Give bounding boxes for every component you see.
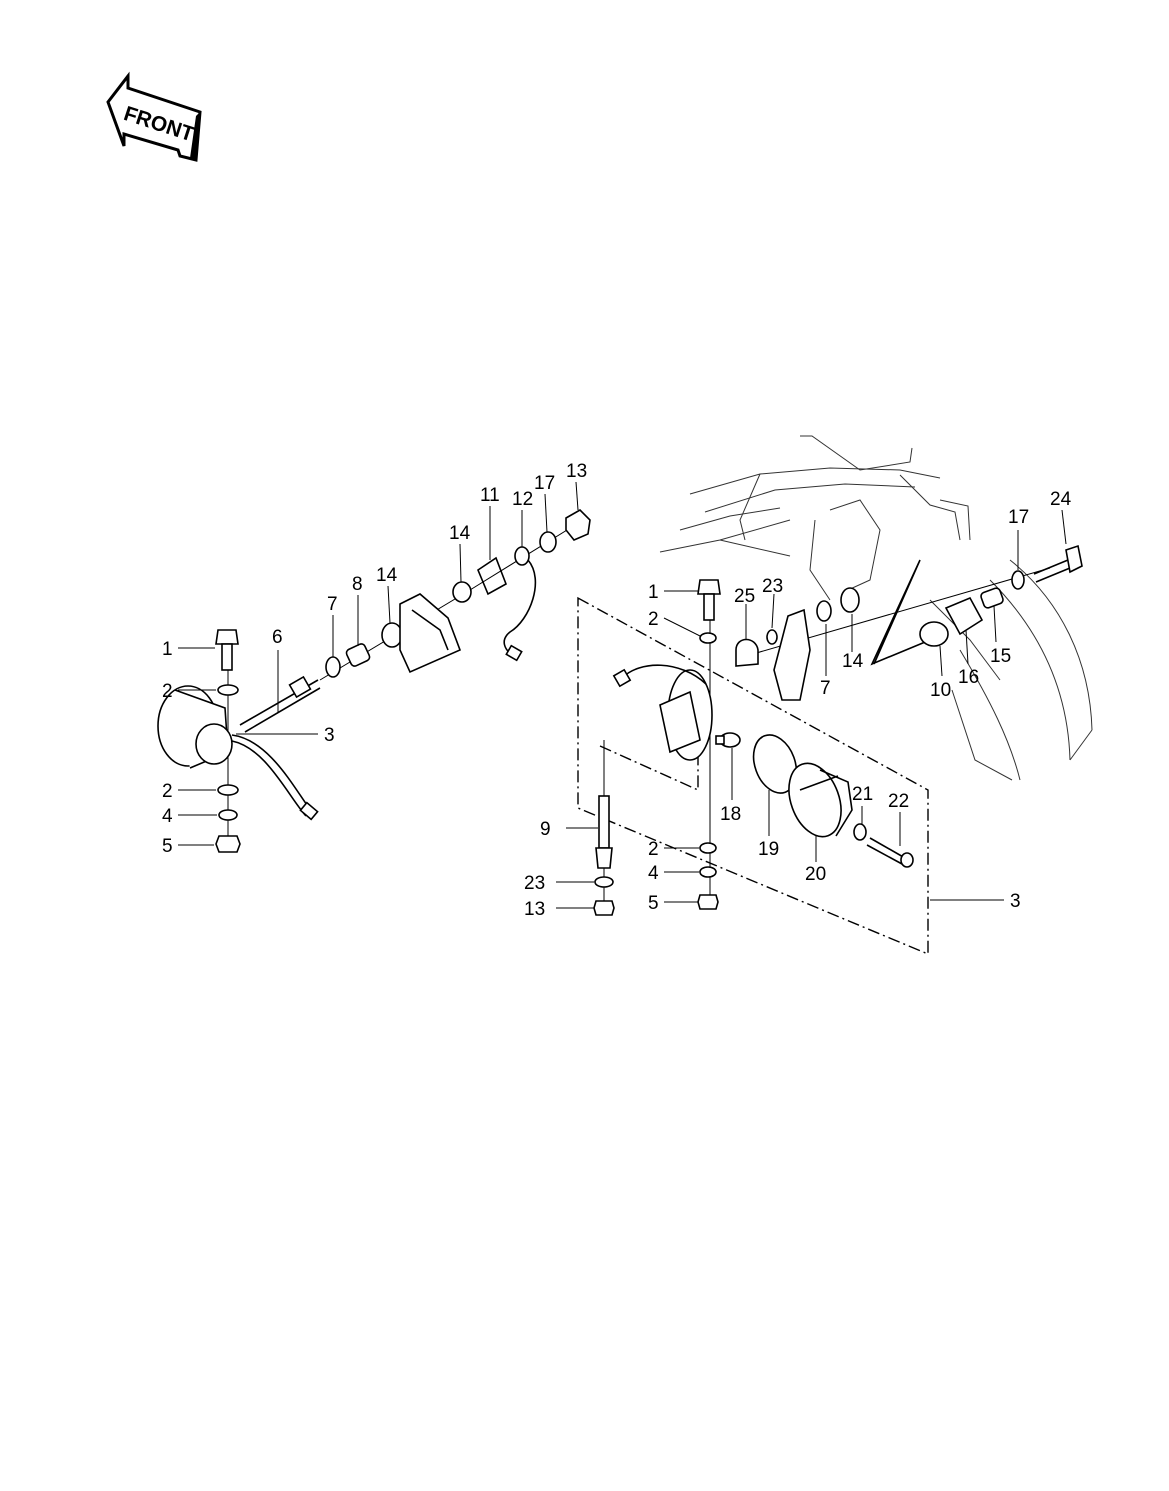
callout-7: 7 (327, 594, 338, 615)
callout-17: 17 (1008, 507, 1029, 528)
plate (944, 596, 984, 636)
mounting-bracket (399, 593, 462, 674)
callout-1: 1 (648, 582, 659, 603)
lock-washer (699, 866, 717, 878)
mounting-pointer (870, 559, 931, 666)
callout-3: 3 (1010, 891, 1021, 912)
callout-2: 2 (648, 609, 659, 630)
lens (788, 762, 853, 838)
callout-8: 8 (352, 574, 363, 595)
callout-16: 16 (958, 667, 979, 688)
callout-9: 9 (540, 819, 551, 840)
grommet (452, 581, 472, 603)
washer (325, 656, 341, 678)
callout-17: 17 (534, 473, 555, 494)
lock-washer (218, 809, 238, 821)
assembly-bracket-outline (577, 596, 929, 956)
washer (217, 784, 239, 796)
callout-20: 20 (805, 864, 826, 885)
callout-2: 2 (162, 781, 173, 802)
washer (217, 684, 239, 696)
washer (539, 531, 557, 553)
callout-18: 18 (720, 804, 741, 825)
bracket (773, 608, 811, 701)
callout-12: 12 (512, 489, 533, 510)
center-assembly (577, 579, 929, 956)
callout-24: 24 (1050, 489, 1072, 510)
callout-5: 5 (162, 836, 173, 857)
nut (697, 894, 719, 910)
lock-washer (766, 629, 778, 645)
callout-10: 10 (930, 680, 951, 701)
gasket (752, 734, 798, 794)
front-arrow-icon: FRONT (106, 71, 202, 162)
frame-and-fender-outline (659, 435, 1093, 781)
callout-2: 2 (648, 839, 659, 860)
washer (816, 600, 832, 622)
screw (866, 837, 914, 868)
bolt (1033, 544, 1083, 583)
stud-bolt (239, 675, 321, 733)
grommet (381, 622, 403, 648)
callout-25: 25 (734, 586, 755, 607)
callout-23: 23 (762, 576, 783, 597)
nut (565, 509, 591, 541)
right-assembly (735, 544, 1083, 701)
callout-labels: 1 2 2 4 5 3 6 7 8 14 14 11 12 17 13 1 2 … (162, 461, 1072, 920)
bulb (715, 732, 741, 748)
washer (1011, 570, 1025, 590)
collar (919, 621, 949, 647)
collar (345, 643, 371, 667)
washer (699, 842, 717, 854)
washer (853, 823, 867, 841)
left-assembly (157, 509, 591, 853)
callout-2: 2 (162, 681, 173, 702)
callout-13: 13 (566, 461, 587, 482)
callout-5: 5 (648, 893, 659, 914)
grommet (840, 587, 860, 613)
lock-washer (594, 876, 614, 888)
callout-14: 14 (449, 523, 471, 544)
leader-lines (178, 481, 1067, 909)
stud (595, 795, 613, 869)
callout-21: 21 (852, 784, 873, 805)
bolt (215, 629, 239, 671)
callout-22: 22 (888, 791, 909, 812)
callout-1: 1 (162, 639, 173, 660)
callout-14: 14 (376, 565, 398, 586)
wire-holder (514, 546, 530, 566)
callout-19: 19 (758, 839, 779, 860)
spacer (980, 587, 1004, 609)
callout-14: 14 (842, 651, 864, 672)
callout-15: 15 (990, 646, 1011, 667)
turn-signal-lamp (157, 685, 319, 821)
callout-23: 23 (524, 873, 545, 894)
nut (215, 835, 241, 853)
callout-6: 6 (272, 627, 283, 648)
callout-4: 4 (648, 863, 659, 884)
callout-11: 11 (480, 485, 500, 506)
callout-7: 7 (820, 678, 831, 699)
nut (593, 900, 615, 916)
lamp-base (612, 664, 713, 761)
callout-4: 4 (162, 806, 173, 827)
callout-13: 13 (524, 899, 545, 920)
cap-nut (735, 638, 759, 667)
bolt (697, 579, 721, 621)
callout-3: 3 (324, 725, 335, 746)
washer (699, 632, 717, 644)
